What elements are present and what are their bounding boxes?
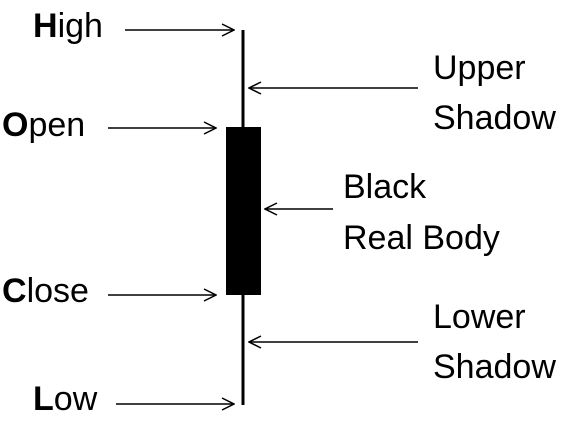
label-upper-shadow: Upper Shadow <box>433 49 556 137</box>
label-high-initial: H <box>33 7 58 45</box>
label-low-initial: L <box>33 380 54 418</box>
label-close-rest: lose <box>27 272 89 310</box>
label-low: Low <box>33 380 98 418</box>
label-real-body-line2: Real Body <box>343 219 500 257</box>
label-lower-shadow: Lower Shadow <box>433 298 556 386</box>
label-real-body: Black Real Body <box>343 168 500 257</box>
label-close: Close <box>2 272 89 310</box>
label-real-body-line1: Black <box>343 168 427 206</box>
candle-real-body <box>226 127 261 295</box>
label-upper-shadow-line2: Shadow <box>433 99 556 137</box>
label-close-initial: C <box>2 272 27 310</box>
label-lower-shadow-line2: Shadow <box>433 348 556 386</box>
label-high-rest: igh <box>58 7 103 45</box>
label-open-rest: pen <box>28 106 85 144</box>
label-open-initial: O <box>2 106 28 144</box>
label-high: High <box>33 7 103 45</box>
label-low-rest: ow <box>54 380 98 418</box>
label-open: Open <box>2 106 85 144</box>
label-lower-shadow-line1: Lower <box>433 298 526 336</box>
label-upper-shadow-line1: Upper <box>433 49 526 87</box>
